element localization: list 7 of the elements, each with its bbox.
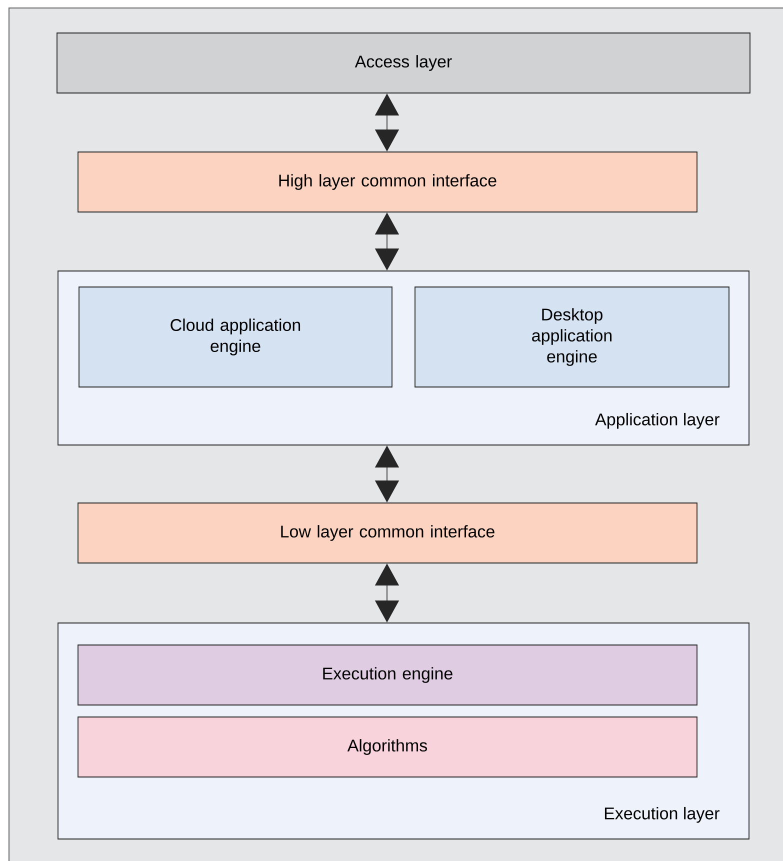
layer-box: Desktop application engine: [414, 286, 730, 388]
layer-box: Access layer: [56, 32, 750, 94]
layer-box: High layer common interface: [78, 152, 698, 212]
layer-box: Algorithms: [78, 716, 698, 778]
layer-box: Low layer common interface: [78, 502, 698, 564]
layer-box: Cloud application engine: [78, 286, 392, 388]
layer-box: Execution engine: [78, 644, 698, 706]
